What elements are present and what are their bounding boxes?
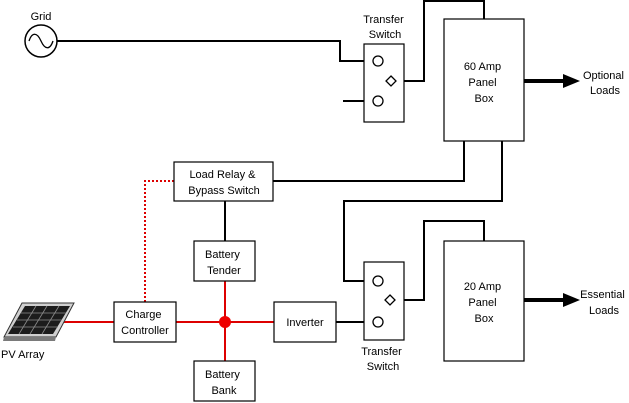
wire-top-switch-to-panel60 xyxy=(391,0,485,82)
transfer-switch-top-label: Transfer Switch xyxy=(363,14,407,41)
battery-tender: Battery Tender xyxy=(193,240,256,282)
battery-tender-box xyxy=(193,240,256,282)
panel-60-label: 60 Amp Panel Box xyxy=(464,61,504,105)
pv-array: PV Array xyxy=(1,302,75,361)
transfer-switch-bottom-box xyxy=(363,261,405,341)
charge-controller-label: Charge Controller xyxy=(121,309,169,337)
optional-loads-label: Optional Loads xyxy=(583,70,627,97)
panel-box-20-amp: 20 Amp Panel Box xyxy=(443,240,525,362)
transfer-switch-top-box xyxy=(363,43,405,123)
panel-60-box xyxy=(443,18,525,142)
inverter-label: Inverter xyxy=(286,317,324,329)
sine-wave-icon xyxy=(28,33,54,49)
load-relay-label: Load Relay & Bypass Switch xyxy=(188,169,260,197)
wire-panel60-to-relay xyxy=(273,141,465,182)
switch-contact-icon xyxy=(385,75,397,87)
inverter-box xyxy=(273,301,337,343)
battery-bank-label: Battery Bank xyxy=(205,369,243,397)
panel-box-60-amp: 60 Amp Panel Box xyxy=(443,18,525,142)
load-relay-bypass-switch: Load Relay & Bypass Switch xyxy=(173,161,274,202)
arrow-essential-loads-head xyxy=(563,293,580,307)
ac-wiring xyxy=(57,0,503,323)
switch-terminal xyxy=(372,95,384,107)
load-arrows xyxy=(524,74,580,307)
dc-wiring xyxy=(62,180,274,361)
panel-20-box xyxy=(443,240,525,362)
essential-loads-label: Essential Loads xyxy=(580,289,628,317)
battery-bank: Battery Bank xyxy=(193,360,256,402)
arrow-optional-loads-head xyxy=(563,74,580,88)
transfer-switch-bottom: Transfer Switch xyxy=(361,261,405,373)
switch-terminal xyxy=(372,316,384,328)
transfer-switch-top: Transfer Switch xyxy=(363,14,407,123)
panel-20-label: 20 Amp Panel Box xyxy=(464,281,504,325)
wire-bottom-switch-to-panel20 xyxy=(391,220,485,301)
grid-label: Grid xyxy=(31,11,52,23)
switch-terminal xyxy=(372,55,384,67)
charge-controller-box xyxy=(113,301,177,343)
switch-contact-icon xyxy=(384,294,396,306)
battery-tender-label: Battery Tender xyxy=(205,249,243,277)
dc-junction-node xyxy=(219,316,231,328)
battery-bank-box xyxy=(193,360,256,402)
charge-controller: Charge Controller xyxy=(113,301,177,343)
switch-terminal xyxy=(372,275,384,287)
inverter: Inverter xyxy=(273,301,337,343)
wire-grid-to-transfer xyxy=(57,40,372,62)
solar-panel-icon xyxy=(3,302,75,341)
load-relay-box xyxy=(173,161,274,202)
pv-array-label: PV Array xyxy=(1,349,45,361)
grid-source: Grid xyxy=(24,11,58,58)
wire-relay-control-dotted xyxy=(144,180,174,302)
transfer-switch-bottom-label: Transfer Switch xyxy=(361,346,405,373)
wire-panel60-to-bottom-switch xyxy=(343,141,503,282)
